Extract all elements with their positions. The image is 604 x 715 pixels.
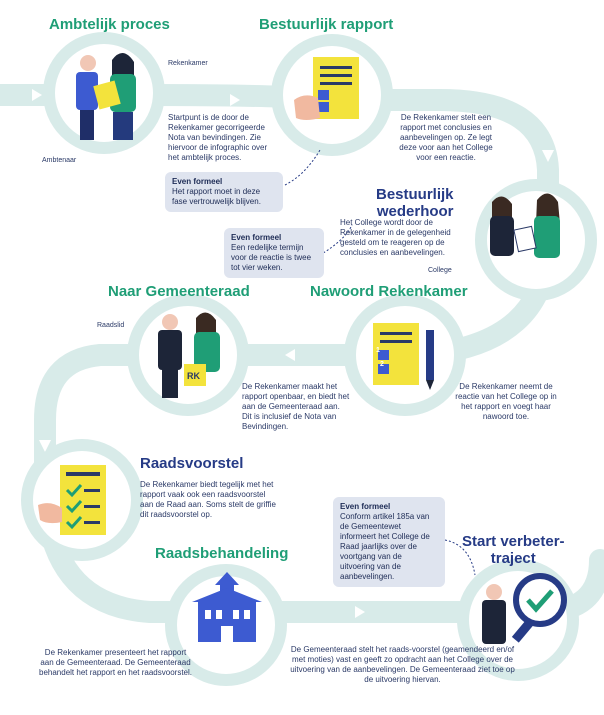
step-title-line: Start verbeter- — [462, 533, 565, 550]
step-title-start-verbetertraject: Start verbeter- traject — [462, 533, 565, 567]
path-arrows — [32, 89, 554, 618]
ambtelijk-proces-illustration — [76, 52, 136, 140]
step-title-line: traject — [490, 550, 536, 567]
label-ambtenaar: Ambtenaar — [42, 157, 77, 164]
step-text-bestuurlijk-rapport: De Rekenkamer stelt een rapport met conc… — [399, 113, 493, 162]
note-text: Conform artikel 185a van de Gemeentewet … — [340, 512, 430, 581]
arrow-icon — [355, 606, 365, 618]
step-title-raadsvoorstel: Raadsvoorstel — [140, 455, 244, 472]
arrow-icon — [542, 150, 554, 162]
step-text-raadsvoorstel: De Rekenkamer biedt tegelijk met het rap… — [140, 480, 276, 519]
bestuurlijk-rapport-illustration — [294, 57, 359, 120]
step-text-ambtelijk-proces: Startpunt is de door de Rekenkamer gecor… — [168, 113, 268, 162]
town-hall-icon — [192, 572, 262, 642]
step-text-bestuurlijk-wederhoor: Het College wordt door de Rekenkamer in … — [340, 218, 451, 257]
note-heading: Even formeel — [172, 177, 223, 186]
raadsvoorstel-illustration — [38, 465, 106, 535]
note-heading: Even formeel — [231, 233, 282, 242]
step-text-nawoord-rekenkamer: De Rekenkamer neemt de reactie van het C… — [455, 382, 557, 421]
doc-number: 1 — [376, 347, 380, 354]
step-title-nawoord-rekenkamer: Nawoord Rekenkamer — [310, 283, 468, 300]
label-rekenkamer: Rekenkamer — [168, 60, 208, 67]
note-formeel-2: Even formeel Een redelijke termijn voor … — [224, 228, 324, 278]
verbetertraject-illustration — [482, 573, 567, 644]
bestuurlijk-wederhoor-illustration — [490, 193, 560, 258]
naar-gemeenteraad-illustration — [158, 312, 220, 398]
arrow-icon — [285, 349, 295, 361]
step-title-raadsbehandeling: Raadsbehandeling — [155, 545, 289, 562]
step-title-bestuurlijk-wederhoor: Bestuurlijk wederhoor — [376, 186, 454, 220]
arrow-icon — [32, 89, 42, 101]
arrow-icon — [39, 440, 51, 452]
note-heading: Even formeel — [340, 502, 391, 511]
arrow-icon — [230, 94, 240, 106]
step-text-raadsbehandeling: De Rekenkamer presenteert het rapport aa… — [39, 648, 192, 677]
step-text-start-verbetertraject: De Gemeenteraad stelt het raads-voorstel… — [290, 645, 515, 684]
note-text: Een redelijke termijn voor de reactie is… — [231, 243, 312, 272]
rk-label: RK — [187, 371, 200, 381]
step-text-naar-gemeenteraad: De Rekenkamer maakt het rapport openbaar… — [242, 382, 350, 431]
label-college: College — [428, 267, 452, 274]
step-title-line: Bestuurlijk — [376, 186, 454, 203]
doc-number: 2 — [380, 361, 384, 368]
note-formeel-1: Even formeel Het rapport moet in deze fa… — [165, 172, 283, 212]
step-title-ambtelijk-proces: Ambtelijk proces — [49, 16, 170, 33]
nawoord-illustration — [373, 323, 434, 390]
step-circle — [127, 294, 249, 416]
step-title-bestuurlijk-rapport: Bestuurlijk rapport — [259, 16, 394, 33]
label-raadslid: Raadslid — [97, 322, 125, 329]
step-title-naar-gemeenteraad: Naar Gemeenteraad — [108, 283, 250, 300]
step-title-line: wederhoor — [376, 203, 454, 220]
note-formeel-3: Even formeel Conform artikel 185a van de… — [333, 497, 445, 587]
note-text: Het rapport moet in deze fase vertrouwel… — [172, 187, 261, 206]
